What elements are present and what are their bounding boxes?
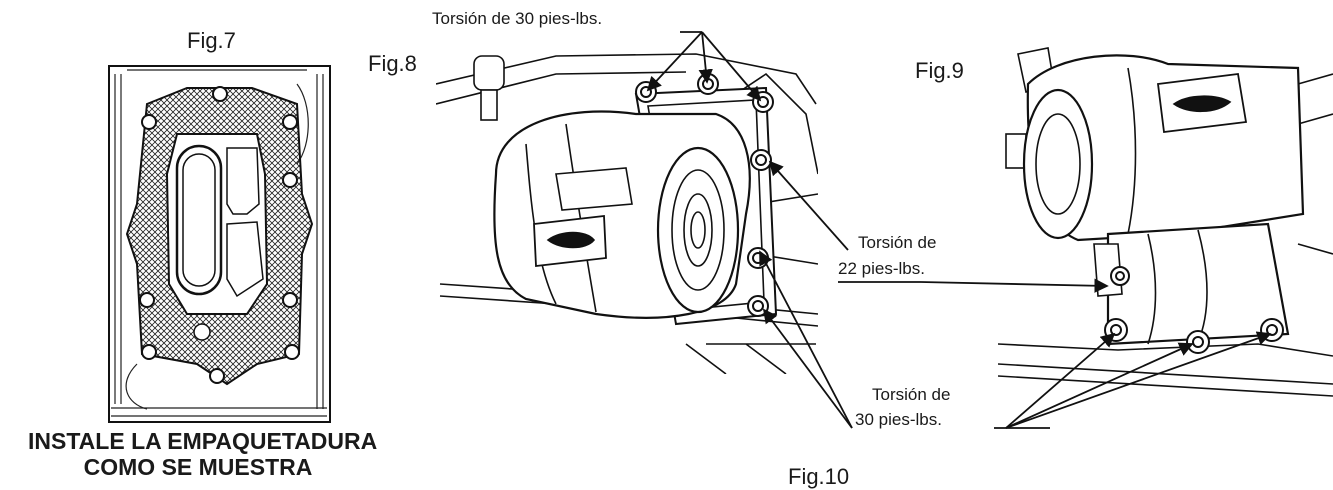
torque-callout-22-line1: Torsión de <box>858 233 937 252</box>
torque-callout-30-bottom-line2: 30 pies-lbs. <box>855 410 942 429</box>
torque-callout-30-bottom-line1: Torsión de <box>872 385 951 404</box>
torque-callout-30-top: Torsión de 30 pies-lbs. <box>432 9 603 28</box>
fig8-unit-drawing <box>436 53 818 374</box>
gasket-drawing <box>108 65 331 423</box>
gasket-instruction-line1: INSTALE LA EMPAQUETADURA <box>28 428 378 454</box>
fig9-unit-drawing <box>998 47 1333 397</box>
fig7-label: Fig.7 <box>187 28 236 53</box>
fig8-label: Fig.8 <box>368 51 417 76</box>
gasket-bolt-holes <box>139 86 300 384</box>
gasket-instruction-line2: COMO SE MUESTRA <box>83 454 313 480</box>
torque-callout-22-line2: 22 pies-lbs. <box>838 259 925 278</box>
fig9-label: Fig.9 <box>915 58 964 83</box>
